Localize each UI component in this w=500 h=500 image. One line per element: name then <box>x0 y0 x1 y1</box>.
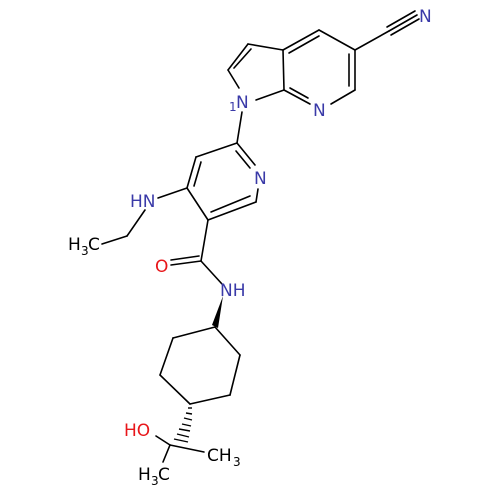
bond-py-c2-n-inner <box>235 150 251 169</box>
bonds <box>101 10 420 463</box>
bond-py-c5-c4 <box>186 187 209 221</box>
bond-cy-c4-c5 <box>159 374 191 405</box>
atom-amide-o: O <box>155 257 168 277</box>
bond-c5-cn <box>354 30 390 51</box>
bond-nitrile-1 <box>386 10 416 28</box>
atom-methyl-right: CH 3 <box>207 446 241 469</box>
bond-carbonyl-o-1 <box>170 260 202 266</box>
atom-ethyl-ch3: H 3 C <box>68 235 100 258</box>
bond-py-n-c6 <box>255 188 259 203</box>
bond-cy-c1-c2 <box>214 326 241 356</box>
bond-nitrile-2 <box>388 14 418 32</box>
bond-c2-c3 <box>227 43 249 71</box>
bond-py-c2-n <box>236 142 256 166</box>
wedge-nh-c1 <box>212 296 223 328</box>
bond-cy-c6-c1 <box>172 326 216 339</box>
atom-pyrrolo-n7: N <box>313 101 326 121</box>
atom-pyridine-n: N <box>254 169 267 189</box>
bond-py-c6-c5-inner <box>210 195 251 213</box>
bond-c2-c3-inner <box>233 48 252 69</box>
bond-c3a-c4-inner <box>288 35 320 54</box>
bond-c-ch3-bottom <box>162 444 171 463</box>
atom-hydroxyl: HO <box>124 421 150 441</box>
bond-py-c3-c2 <box>195 142 238 158</box>
bond-c4-c5 <box>318 29 356 51</box>
svg-text:C: C <box>88 235 100 255</box>
bond-py-c4-c3-inner <box>193 161 202 187</box>
bond-n1-c2 <box>227 69 240 89</box>
atom-nitrile-n: N <box>419 7 432 27</box>
atom-amide-nh: NH <box>220 281 246 301</box>
svg-text:H: H <box>68 235 81 255</box>
bond-c3a-c4 <box>282 29 320 51</box>
bond-py-c6-c5 <box>207 201 257 221</box>
bond-cy-c3-c4 <box>189 394 231 405</box>
bond-cy-c5-c6 <box>159 337 174 376</box>
bond-c3-c3a <box>247 43 284 51</box>
bond-nitrile-3 <box>390 18 420 36</box>
svg-text:CH: CH <box>207 446 232 466</box>
bond-nh-ch2 <box>126 209 146 237</box>
bond-n1-pyridine <box>236 111 243 144</box>
hash-c4-cq <box>173 407 193 443</box>
bond-carbonyl-o-2 <box>170 255 200 261</box>
atom-methyl-bottom: H 3 C <box>138 465 170 488</box>
bond-c3a-c7a <box>282 49 285 91</box>
bond-py-c4-c3 <box>186 156 197 189</box>
atom-pyrrolo-n1-locant: 1 <box>229 100 237 114</box>
bond-c-oh <box>155 435 171 446</box>
bond-ch2-ch3 <box>101 235 128 245</box>
bond-c5-carbonyl <box>200 219 209 262</box>
svg-text:3: 3 <box>81 244 89 258</box>
bond-c7a-n1 <box>255 89 285 101</box>
svg-text:H: H <box>138 465 151 485</box>
bond-carbonyl-nh <box>200 260 223 285</box>
bond-n7-c7a <box>283 89 311 105</box>
svg-text:3: 3 <box>233 455 241 469</box>
atom-pyrrolo-n1: N <box>236 93 249 113</box>
atom-amine-hn: HN <box>130 192 156 212</box>
bond-cy-c2-c3 <box>229 354 241 396</box>
bond-c-ch3-right <box>169 444 205 453</box>
atom-labels: N N 1 N N HN O NH HO H 3 C CH 3 H 3 C <box>68 7 432 488</box>
bond-n7-c7a-inner <box>289 87 309 99</box>
bond-c4-nh <box>157 187 188 199</box>
svg-text:3: 3 <box>151 474 159 488</box>
svg-text:C: C <box>158 465 170 485</box>
bond-c6-n7 <box>330 89 356 105</box>
